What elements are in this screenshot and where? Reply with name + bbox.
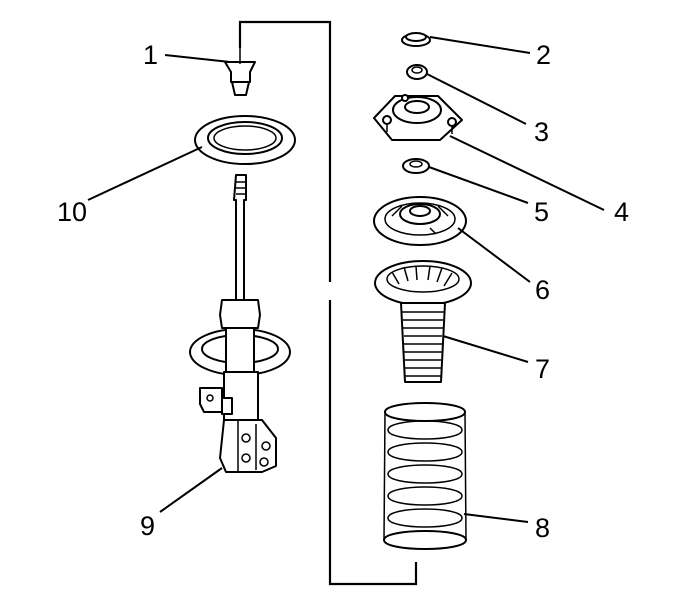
callout-7: 7 <box>535 354 550 384</box>
strut-assembly-icon <box>189 174 291 473</box>
coil-spring-icon <box>383 402 467 550</box>
washer-icon <box>402 158 430 174</box>
callout-2: 2 <box>536 40 551 70</box>
strut-nut-icon <box>406 64 428 80</box>
callout-4: 4 <box>614 197 629 227</box>
callout-1: 1 <box>143 40 158 70</box>
leader-8 <box>463 513 529 523</box>
callout-5: 5 <box>534 197 549 227</box>
callout-3: 3 <box>534 117 549 147</box>
callout-6: 6 <box>535 275 550 305</box>
strut-mount-icon <box>373 94 463 141</box>
leader-6 <box>457 227 531 283</box>
leader-10 <box>87 146 203 201</box>
callout-10: 10 <box>57 197 87 227</box>
leader-lines <box>87 36 605 523</box>
leader-3 <box>426 73 527 125</box>
callout-9: 9 <box>140 511 155 541</box>
strut-nut-cap-icon <box>224 48 256 96</box>
leader-4 <box>449 135 605 211</box>
callout-8: 8 <box>535 513 550 543</box>
spring-insulator-icon <box>194 115 296 165</box>
leader-7 <box>442 335 529 363</box>
leader-1 <box>164 54 231 63</box>
leader-5 <box>428 166 529 204</box>
leader-2 <box>429 36 531 54</box>
assembly-frame-line <box>238 20 418 586</box>
leader-9 <box>159 467 223 513</box>
callout-labels: 1 2 3 4 5 6 7 8 9 10 <box>57 40 629 543</box>
upper-spring-seat-icon <box>373 196 467 246</box>
bump-stop-boot-icon <box>374 260 472 383</box>
dust-cap-icon <box>401 32 431 47</box>
